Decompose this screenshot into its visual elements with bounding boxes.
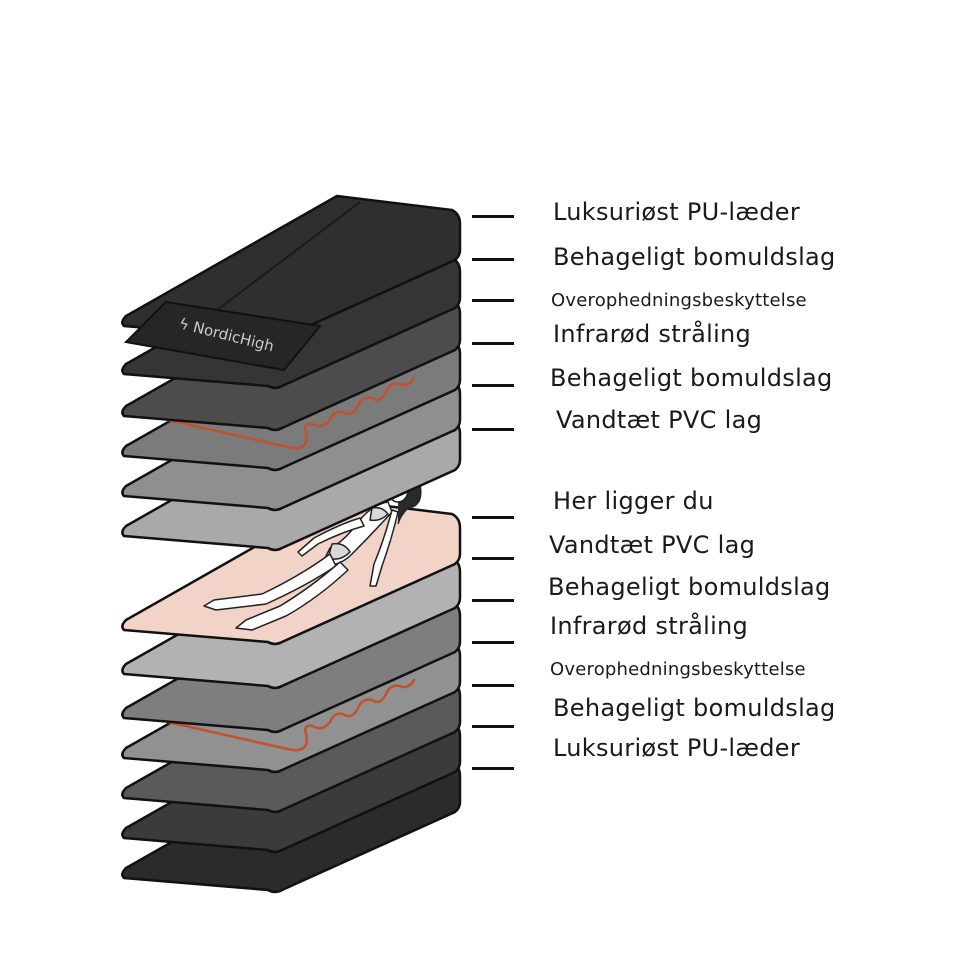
heating-coil	[166, 678, 416, 752]
label-user-layer: Her ligger du	[553, 487, 714, 515]
tick-mark	[472, 767, 514, 770]
tick-mark	[472, 557, 514, 560]
label-bottom-pu-leather: Luksuriøst PU-læder	[553, 734, 801, 762]
label-top-cotton-1: Behageligt bomuldslag	[553, 243, 836, 271]
tick-mark	[472, 299, 514, 302]
tick-mark	[472, 684, 514, 687]
label-bottom-pvc: Vandtæt PVC lag	[549, 531, 756, 559]
label-bottom-overheat-protection: Overophedningsbeskyttelse	[550, 659, 806, 680]
label-top-infrared: Infrarød stråling	[553, 320, 752, 348]
label-top-cotton-2: Behageligt bomuldslag	[550, 364, 833, 392]
tick-mark	[472, 342, 514, 345]
label-top-overheat-protection: Overophedningsbeskyttelse	[551, 290, 807, 311]
tick-mark	[472, 258, 514, 261]
label-top-pvc: Vandtæt PVC lag	[556, 406, 763, 434]
tick-mark	[472, 725, 514, 728]
tick-mark	[472, 516, 514, 519]
label-bottom-infrared: Infrarød stråling	[550, 612, 749, 640]
tick-mark	[472, 384, 514, 387]
tick-mark	[472, 641, 514, 644]
label-top-pu-leather: Luksuriøst PU-læder	[553, 198, 801, 226]
tick-mark	[472, 215, 514, 218]
heating-coil	[166, 376, 416, 450]
layer-top-0: ϟ NordicHigh	[121, 194, 462, 372]
tick-mark	[472, 428, 514, 431]
label-bottom-cotton-2: Behageligt bomuldslag	[553, 694, 836, 722]
brand-logo-panel: ϟ NordicHigh	[123, 300, 322, 372]
seam-line	[203, 201, 361, 321]
tick-mark	[472, 599, 514, 602]
label-bottom-cotton-1: Behageligt bomuldslag	[548, 573, 831, 601]
